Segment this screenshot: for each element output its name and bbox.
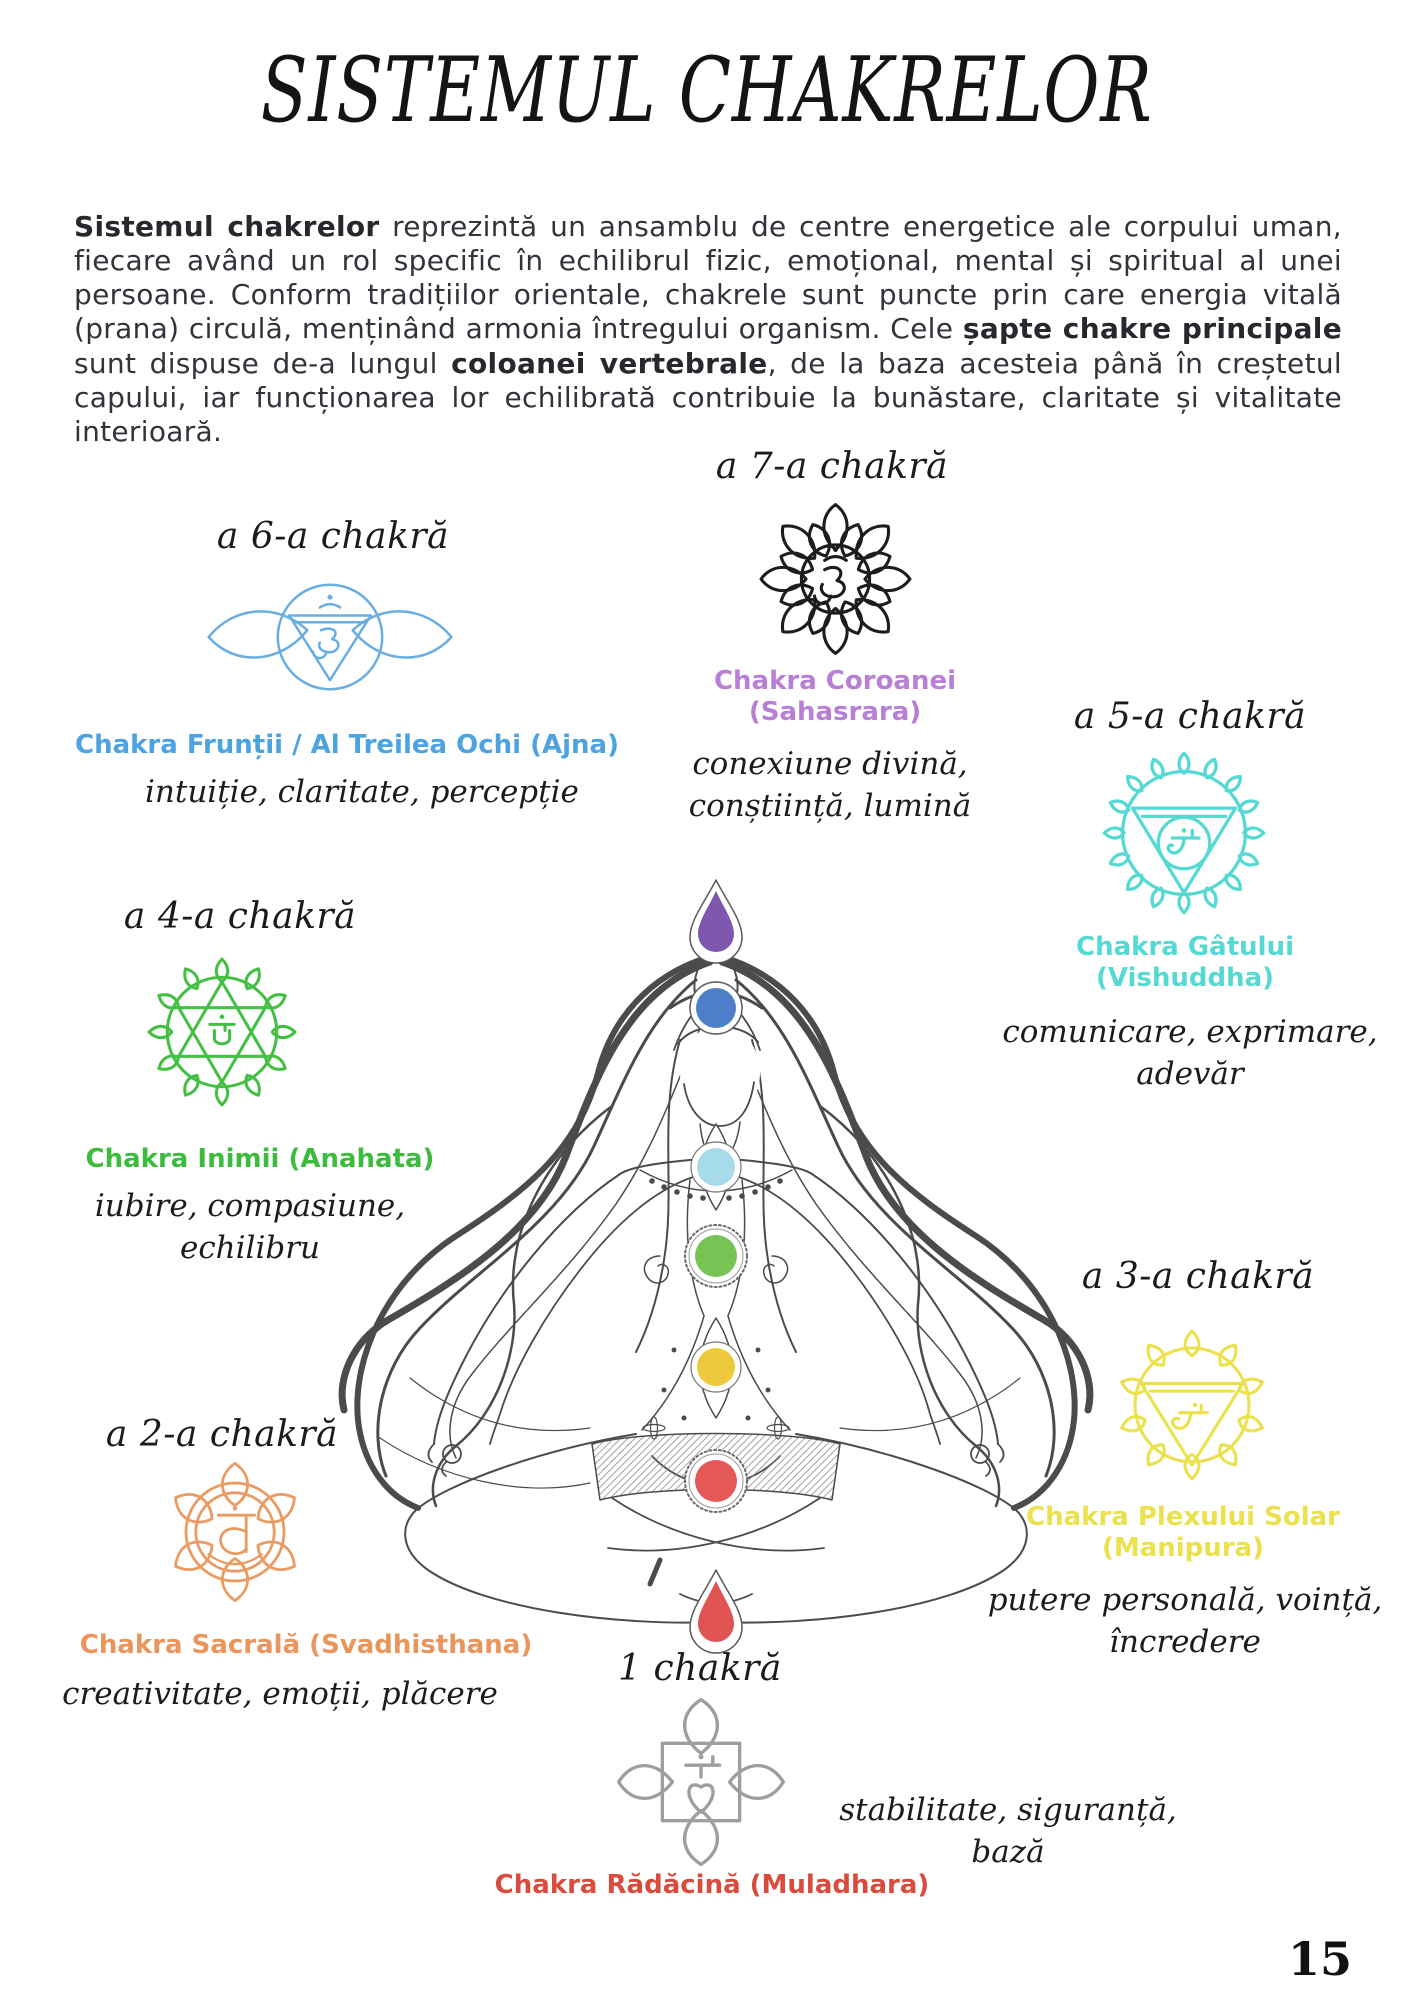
chakra-5-sanskrit: (Vishuddha) <box>1095 962 1275 993</box>
chakra-7-ordinal: a 7-a chakră <box>715 446 949 487</box>
throat-chakra-dot <box>690 1141 742 1193</box>
chakra-2-ordinal: a 2-a chakră <box>105 1414 339 1455</box>
chakra-3-desc-line1: putere personală, voință, <box>987 1582 1383 1618</box>
chakra-4-name: Chakra Inimii (Anahata) <box>60 1144 460 1175</box>
chakra-5-desc-line2: adevăr <box>1136 1055 1244 1092</box>
chakra-4-description: iubire, compasiune, echilibru <box>50 1186 450 1269</box>
chakra-7-name: Chakra Coroanei (Sahasrara) <box>660 666 1010 727</box>
solar-plexus-chakra-dot <box>690 1341 742 1393</box>
arms <box>427 1157 1005 1477</box>
chakra-6-desc-line1: intuiție, claritate, percepție <box>145 774 579 810</box>
chakra-3-ordinal: a 3-a chakră <box>1081 1256 1315 1297</box>
ajna-third-eye-symbol <box>207 583 453 691</box>
chakra-7-name-line: Chakra Coroanei <box>713 666 957 696</box>
chakra-1-name-line: Chakra Rădăcină (Muladhara) <box>494 1870 930 1900</box>
anahata-symbol <box>147 957 297 1107</box>
intro-bold-1: Sistemul chakrelor <box>74 210 380 243</box>
sahasrara-lotus-symbol <box>759 503 912 655</box>
chakra-6-description: intuiție, claritate, percepție <box>145 772 579 814</box>
intro-bold-2: șapte chakre principale <box>962 312 1342 346</box>
chakra-5-desc-line1: comunicare, exprimare, <box>1002 1014 1378 1050</box>
chakra-2-desc-line1: creativitate, emoții, plăcere <box>62 1676 498 1712</box>
muladhara-symbol <box>616 1698 786 1866</box>
vishuddha-symbol <box>1102 751 1266 915</box>
chakra-7-desc-line2: conștiință, lumină <box>688 787 972 824</box>
chakra-4-name-line: Chakra Inimii (Anahata) <box>85 1144 435 1174</box>
chakra-5-description: comunicare, exprimare, adevăr <box>990 1012 1390 1095</box>
intro-text-2: sunt dispuse de-a lungul <box>74 346 452 380</box>
chakra-1-desc-line2: bază <box>971 1833 1045 1870</box>
chakra-3-description: putere personală, voință, încredere <box>960 1580 1410 1663</box>
chakra-5-ordinal: a 5-a chakră <box>1073 696 1307 737</box>
root-chakra-dot <box>689 1569 743 1654</box>
waist-flower-motifs <box>642 1416 790 1440</box>
crown-chakra-dot <box>689 879 743 964</box>
intro-text-3: , de la baza acesteia până în creștetul … <box>74 346 1342 448</box>
heart-chakra-dot <box>684 1224 748 1288</box>
chakra-6-name: Chakra Frunții / Al Treilea Ochi (Ajna) <box>75 730 619 761</box>
chakra-6-name-line: Chakra Frunții / Al Treilea Ochi (Ajna) <box>75 730 619 760</box>
chakra-6-ordinal: a 6-a chakră <box>216 516 450 557</box>
chakra-3-name: Chakra Plexului Solar (Manipura) <box>1008 1502 1358 1563</box>
sacral-chakra-dot <box>684 1449 748 1513</box>
intro-text-1: reprezintă un ansamblu de centre energet… <box>74 210 1342 346</box>
belly-ornament-dots <box>661 1347 771 1421</box>
chakra-5-name: Chakra Gâtului (Vishuddha) <box>1010 932 1360 993</box>
intro-paragraph: Sistemul chakrelor reprezintă un ansambl… <box>74 210 1342 449</box>
chakra-1-name: Chakra Rădăcină (Muladhara) <box>462 1870 962 1901</box>
chakra-1-desc-line1: stabilitate, siguranță, <box>839 1792 1177 1828</box>
svadhisthana-symbol <box>167 1462 303 1602</box>
page-title-text: SISTEMUL CHAKRELOR <box>261 38 1153 143</box>
chakra-4-desc-line1: iubire, compasiune, <box>94 1188 406 1224</box>
third-eye-chakra-dot <box>689 981 743 1035</box>
chakra-7-desc-line1: conexiune divină, <box>692 746 968 782</box>
chakra-2-name-line: Chakra Sacrală (Svadhisthana) <box>79 1630 533 1660</box>
chakra-4-desc-line2: echilibru <box>179 1229 321 1266</box>
manipura-symbol <box>1118 1329 1266 1481</box>
chakra-2-name: Chakra Sacrală (Svadhisthana) <box>56 1630 556 1661</box>
chakra-3-name-line: Chakra Plexului Solar <box>1026 1502 1340 1532</box>
chakra-5-name-line: Chakra Gâtului <box>1075 932 1294 962</box>
page-title: SISTEMUL CHAKRELOR <box>0 38 1414 143</box>
chakra-7-sanskrit: (Sahasrara) <box>748 696 922 727</box>
chakra-1-description: stabilitate, siguranță, bază <box>808 1790 1208 1873</box>
chakra-2-description: creativitate, emoții, plăcere <box>55 1674 505 1716</box>
intro-bold-3: coloanei vertebrale <box>451 346 768 380</box>
chakra-1-ordinal: 1 chakră <box>618 1648 782 1689</box>
chakra-4-ordinal: a 4-a chakră <box>123 896 357 937</box>
hair-strands <box>338 953 1094 1511</box>
meditating-figure-illustration <box>338 879 1094 1654</box>
page-number: 15 <box>1287 1932 1352 1986</box>
chakra-3-sanskrit: (Manipura) <box>1101 1532 1265 1563</box>
chakra-7-description: conexiune divină, conștiință, lumină <box>630 744 1030 827</box>
chakra-3-desc-line2: încredere <box>1109 1623 1261 1660</box>
